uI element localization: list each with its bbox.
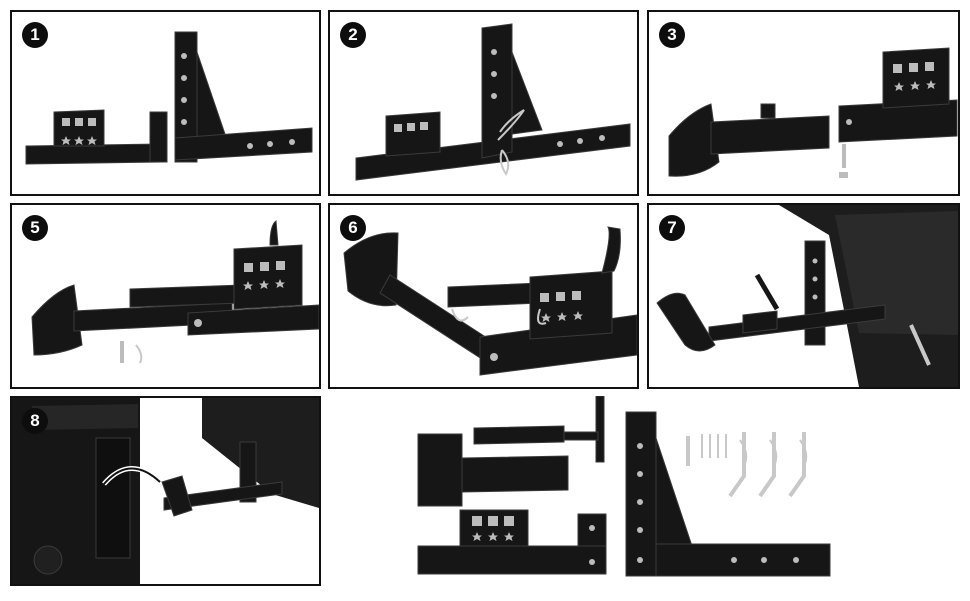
step-5-panel: 5 <box>10 203 321 389</box>
step-number-badge: 8 <box>22 408 48 434</box>
step-number-badge: 1 <box>22 22 48 48</box>
step-8-illustration <box>12 398 319 584</box>
step-1-panel: 1 <box>10 10 321 196</box>
pin-icon <box>686 432 806 498</box>
step-number-badge: 5 <box>22 215 48 241</box>
step-number-badge: 7 <box>659 215 685 241</box>
pin-icon <box>135 344 143 364</box>
step-6-panel: 6 <box>328 203 639 389</box>
step-6-illustration <box>343 226 637 376</box>
pin-icon <box>451 308 547 325</box>
step-5-illustration <box>31 220 319 364</box>
step-1-illustration <box>25 31 313 165</box>
parts-illustration <box>417 395 831 577</box>
star-icon <box>894 80 936 91</box>
step-7-illustration <box>656 205 958 387</box>
star-icon <box>472 532 514 541</box>
parts-layout <box>400 395 960 596</box>
step-3-panel: 3 <box>647 10 960 196</box>
pin-icon <box>497 109 525 176</box>
step-7-panel: 7 <box>647 203 960 389</box>
step-number-badge: 2 <box>340 22 366 48</box>
step-3-illustration <box>668 47 958 178</box>
star-icon <box>61 136 97 145</box>
pin-icon <box>701 434 808 467</box>
star-icon <box>243 279 285 290</box>
step-number-badge: 6 <box>340 215 366 241</box>
star-icon <box>541 311 583 322</box>
step-2-panel: 2 <box>328 10 639 196</box>
step-8-panel: 8 <box>10 396 321 586</box>
step-number-badge: 3 <box>659 22 685 48</box>
step-2-illustration <box>355 23 631 181</box>
